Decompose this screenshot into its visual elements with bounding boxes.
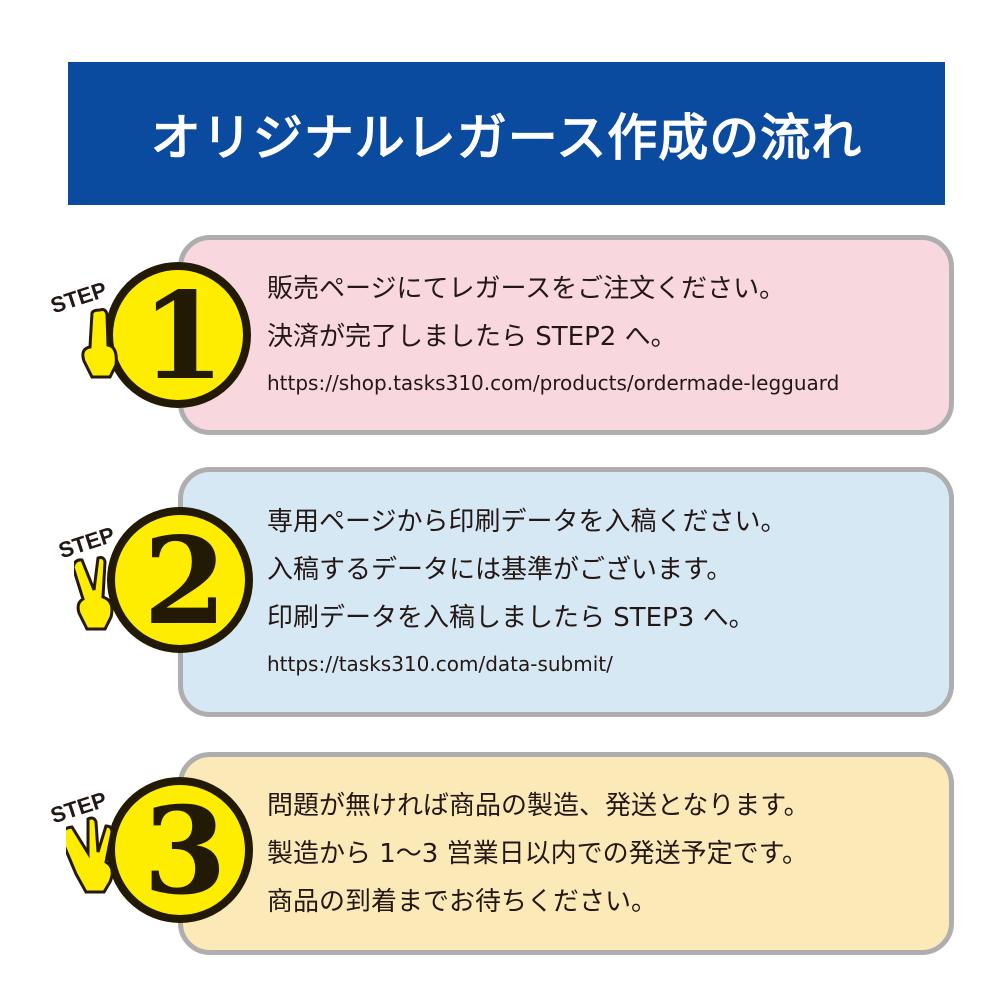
step-1-link[interactable]: https://shop.tasks310.com/products/order… (267, 371, 840, 395)
title-banner: オリジナルレガース作成の流れ (68, 62, 945, 205)
three-fingers-hand-icon (66, 816, 114, 894)
step-2-badge: 2 (107, 507, 253, 653)
step-3-line-2: 製造から 1〜3 営業日以内での発送予定です。 (267, 838, 809, 869)
step-3-number: 3 (143, 781, 227, 922)
step-2-line-2: 入稿するデータには基準がございます。 (267, 555, 733, 585)
step-1-line-1: 販売ページにてレガースをご注文ください。 (267, 274, 786, 304)
step-2-panel: 専用ページから印刷データを入稿ください。 入稿するデータには基準がございます。 … (178, 467, 954, 717)
step-3-panel: 問題が無ければ商品の製造、発送となります。 製造から 1〜3 営業日以内での発送… (178, 752, 954, 955)
step-3-line-1: 問題が無ければ商品の製造、発送となります。 (267, 790, 810, 821)
step-3-line-3: 商品の到着までお待ちください。 (267, 886, 658, 917)
step-2-line-3: 印刷データを入稿しましたら STEP3 へ。 (267, 603, 755, 633)
pointing-hand-icon (81, 308, 118, 379)
step-3-badge: 3 (107, 777, 253, 923)
step-2-line-1: 専用ページから印刷データを入稿ください。 (267, 507, 787, 537)
step-2-link[interactable]: https://tasks310.com/data-submit/ (267, 652, 613, 676)
peace-hand-icon (74, 556, 114, 631)
page-title: オリジナルレガース作成の流れ (150, 108, 863, 167)
step-1-number: 1 (141, 266, 225, 407)
step-1-panel: 販売ページにてレガースをご注文ください。 決済が完了しましたら STEP2 へ。… (178, 235, 954, 435)
step-1-badge: 1 (105, 262, 251, 408)
step-2-number: 2 (143, 511, 227, 652)
step-1-line-2: 決済が完了しましたら STEP2 へ。 (267, 322, 677, 352)
